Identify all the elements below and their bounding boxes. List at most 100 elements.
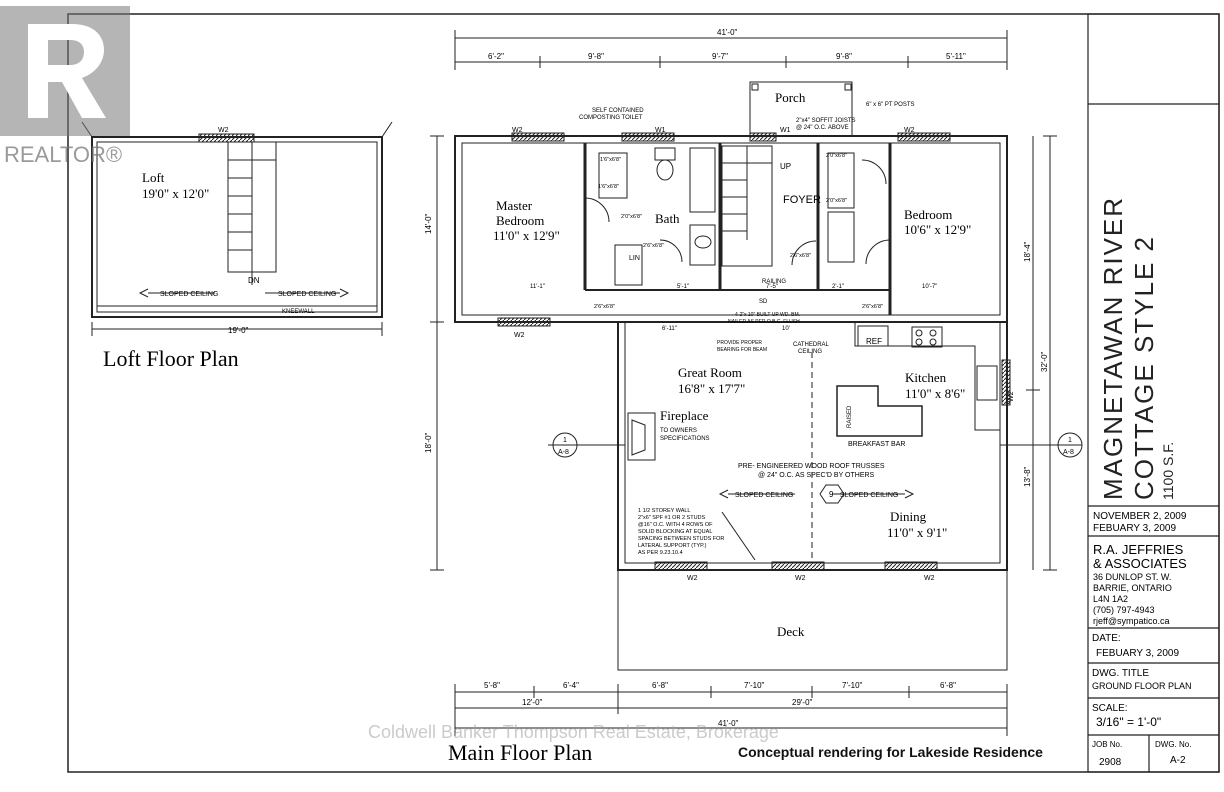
door-tag: 1'6"x6'8" bbox=[600, 157, 621, 163]
rendering-caption: Conceptual rendering for Lakeside Reside… bbox=[738, 744, 1043, 760]
dim-left: 18'-0" bbox=[424, 432, 433, 453]
note-beam-1: PROVIDE PROPER bbox=[717, 340, 762, 346]
project-title: MAGNETAWAN RIVER COTTAGE STYLE 2 1100 S.… bbox=[1098, 120, 1224, 500]
sheet-border bbox=[67, 13, 1220, 773]
note-storey-6: LATERAL SUPPORT (TYP.) bbox=[638, 543, 707, 549]
great-room-label-1: Great Room bbox=[678, 365, 742, 380]
room-dim: 10'-7" bbox=[922, 284, 937, 290]
door-tag: 2'0"x6'8" bbox=[621, 214, 642, 220]
note-storey-7: AS PER 9.23.10.4 bbox=[638, 550, 683, 556]
title-block bbox=[1087, 13, 1220, 773]
note-storey-5: SPACING BETWEEN STUDS FOR bbox=[638, 536, 724, 542]
door-tag: 2'6"x6'8" bbox=[643, 243, 664, 249]
dim-right: 13'-8" bbox=[1023, 466, 1032, 487]
note-fireplace-2: SPECIFICATIONS bbox=[660, 436, 710, 442]
note-posts: 6" x 6" PT POSTS bbox=[866, 102, 915, 108]
firm-address: BARRIE, ONTARIO bbox=[1093, 583, 1172, 593]
dim-top: 9'-8" bbox=[836, 52, 852, 61]
note-soffit-1: 2"x4" SOFFIT JOISTS bbox=[796, 118, 856, 124]
dim-bottom: 7'-10" bbox=[842, 681, 863, 690]
note-composting-2: COMPOSTING TOILET bbox=[579, 115, 643, 121]
window-tag: W1 bbox=[780, 127, 791, 134]
room-dim: 10' bbox=[782, 326, 790, 332]
firm-email: rjeff@sympatico.ca bbox=[1093, 616, 1170, 626]
firm-address: L4N 1A2 bbox=[1093, 594, 1128, 604]
project-title-line1: MAGNETAWAN RIVER bbox=[1098, 195, 1128, 500]
window-tag: W2 bbox=[514, 332, 525, 339]
window-tag: W2 bbox=[512, 127, 523, 134]
loft-sloped-left: SLOPED CEILING bbox=[160, 291, 218, 298]
window-tag: W2 bbox=[1008, 391, 1015, 402]
dim-right: 18'-4" bbox=[1023, 241, 1032, 262]
note-up: UP bbox=[780, 162, 791, 171]
door-tag: 2'6"x6'8" bbox=[790, 253, 811, 259]
kitchen-label-1: Kitchen bbox=[905, 370, 947, 385]
loft-room-size: 19'0" x 12'0" bbox=[142, 186, 209, 201]
note-storey-2: 2"x6" SPF #1 OR 2 STUDS bbox=[638, 515, 706, 521]
revision-date: NOVEMBER 2, 2009 bbox=[1093, 511, 1187, 522]
window-tag: W1 bbox=[655, 127, 666, 134]
note-lin: LIN bbox=[629, 255, 640, 262]
loft-plan-title: Loft Floor Plan bbox=[103, 346, 239, 371]
section-tag-left-top: 1 bbox=[563, 437, 567, 444]
dim-left: 14'-0" bbox=[424, 213, 433, 234]
note-storey-1: 1 1/2 STOREY WALL bbox=[638, 508, 690, 514]
realtor-logo-text: REALTOR® bbox=[4, 142, 122, 167]
dim-right: 32'-0" bbox=[1040, 351, 1049, 372]
note-storey-4: SOLID BLOCKING AT EQUAL bbox=[638, 529, 712, 535]
dim-bottom: 6'-4" bbox=[563, 681, 579, 690]
bedroom-label-2: 10'6" x 12'9" bbox=[904, 222, 971, 237]
note-sloped-right: SLOPED CEILING bbox=[840, 492, 898, 499]
dim-bottom-overall: 41'-0" bbox=[718, 719, 739, 728]
dwg-title-label: DWG. TITLE bbox=[1092, 668, 1149, 679]
loft-stair-dn: DN bbox=[248, 276, 260, 285]
note-soffit-2: @ 24" O.C. ABOVE bbox=[796, 125, 849, 131]
job-label: JOB No. bbox=[1092, 740, 1122, 749]
job-value: 2908 bbox=[1099, 757, 1122, 768]
fireplace-label: Fireplace bbox=[660, 408, 709, 423]
loft-room-name: Loft bbox=[142, 170, 165, 185]
door-tag: 2'0"x6'8" bbox=[826, 153, 847, 159]
note-beam-2: BEARING FOR BEAM bbox=[717, 347, 767, 353]
section-tag-right-bottom: A-8 bbox=[1063, 449, 1074, 456]
great-room-label-2: 16'8" x 17'7" bbox=[678, 381, 745, 396]
main-plan-title: Main Floor Plan bbox=[448, 740, 592, 765]
dim-bottom: 6'-8" bbox=[652, 681, 668, 690]
note-railing: RAILING bbox=[762, 279, 786, 285]
master-label-2: Bedroom bbox=[496, 213, 544, 228]
scale-value: 3/16" = 1'-0" bbox=[1096, 715, 1161, 729]
room-dim: 7'-5" bbox=[766, 284, 778, 290]
note-storey-3: @16" O.C. WITH 4 ROWS OF bbox=[638, 522, 713, 528]
firm-name: & ASSOCIATES bbox=[1093, 556, 1187, 571]
note-breakfast-bar: BREAKFAST BAR bbox=[848, 441, 905, 448]
master-label-1: Master bbox=[496, 198, 533, 213]
dim-bottom: 12'-0" bbox=[522, 698, 543, 707]
dim-top: 5'-11" bbox=[946, 52, 966, 61]
window-tag: W2 bbox=[687, 575, 698, 582]
note-cathedral-2: CEILING bbox=[798, 349, 822, 355]
main-plan-walls bbox=[454, 81, 1083, 671]
dim-top: 6'-2" bbox=[488, 52, 504, 61]
dim-bottom: 6'-8" bbox=[940, 681, 956, 690]
dim-bottom: 7'-10" bbox=[744, 681, 765, 690]
note-fireplace-1: TO OWNERS bbox=[660, 428, 697, 434]
dim-top: 9'-8" bbox=[588, 52, 604, 61]
note-trusses-1: PRE- ENGINEERED WOOD ROOF TRUSSES bbox=[738, 463, 885, 470]
dim-bottom: 5'-8" bbox=[484, 681, 500, 690]
note-builtup-2: NAILED AS PER O.B.C. FLUSH bbox=[728, 319, 800, 325]
revision-date: FEBUARY 3, 2009 bbox=[1093, 523, 1176, 534]
bath-label: Bath bbox=[655, 211, 680, 226]
date-label: DATE: bbox=[1092, 633, 1121, 644]
note-truss-tag: 9 bbox=[829, 490, 834, 499]
window-tag: W2 bbox=[795, 575, 806, 582]
note-cathedral-1: CATHEDRAL bbox=[793, 342, 830, 348]
project-title-line2: COTTAGE STYLE 2 bbox=[1129, 234, 1159, 500]
deck-label: Deck bbox=[777, 624, 805, 639]
door-tag: 2'6"x6'8" bbox=[594, 304, 615, 310]
project-title-area: 1100 S.F. bbox=[1160, 441, 1176, 500]
note-ref: REF bbox=[866, 337, 882, 346]
note-sd: SD bbox=[759, 299, 768, 305]
room-dim: 6'-11" bbox=[662, 326, 677, 332]
room-dim: 5'-1" bbox=[677, 284, 689, 290]
